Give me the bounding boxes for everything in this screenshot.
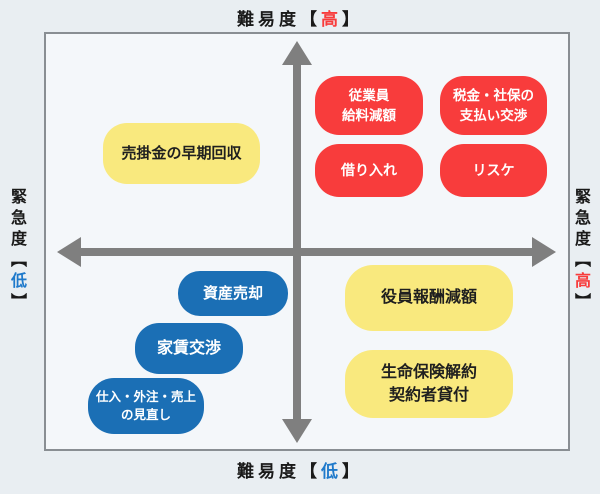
bracket-close: 】 (342, 10, 363, 29)
bracket-close: 】 (8, 293, 25, 314)
axis-label-urgency-low: 緊急度【低】 (8, 188, 25, 348)
item-label: 売掛金の早期回収 (121, 144, 242, 162)
item-label: 家賃交渉 (156, 339, 221, 357)
axis-label-urgency-high: 緊急度【高】 (572, 188, 589, 348)
vertical-axis-line (293, 63, 301, 421)
axis-value-low: 低 (321, 462, 342, 481)
item-label: 生命保険解約 契約者貸付 (380, 363, 477, 404)
horizontal-axis-line (79, 248, 536, 256)
item-label: 税金・社保の 支払い交渉 (453, 87, 534, 123)
bracket-close: 】 (342, 462, 363, 481)
arrow-right-icon (532, 237, 556, 267)
item-box-rent-negotiation: 家賃交渉 (135, 323, 243, 374)
item-label: 従業員 給料減額 (342, 87, 396, 123)
bracket-open: 【 (8, 251, 25, 272)
axis-label-difficulty-high: 難易度【高】 (0, 5, 600, 30)
item-box-life-insurance-cancellation-policy-loan: 生命保険解約 契約者貸付 (345, 350, 513, 418)
item-label: リスケ (472, 162, 515, 179)
arrow-left-icon (57, 237, 81, 267)
item-box-reschedule: リスケ (440, 144, 547, 197)
item-box-executive-pay-cut: 役員報酬減額 (345, 265, 513, 331)
axis-label-text: 緊急度 (572, 188, 589, 251)
bracket-open: 【 (300, 462, 321, 481)
axis-value-low: 低 (8, 272, 25, 293)
item-box-purchasing-outsourcing-sales-review: 仕入・外注・売上 の見直し (88, 378, 204, 434)
axis-label-text: 緊急度 (8, 188, 25, 251)
item-label: 仕入・外注・売上 の見直し (95, 389, 196, 422)
axis-value-high: 高 (572, 272, 589, 293)
axis-label-text: 難易度 (237, 10, 300, 29)
axis-label-text: 難易度 (237, 462, 300, 481)
arrow-up-icon (282, 41, 312, 65)
item-label: 資産売却 (202, 284, 263, 302)
item-label: 役員報酬減額 (380, 289, 477, 307)
item-box-employee-salary-cut: 従業員 給料減額 (315, 76, 423, 135)
item-box-accounts-receivable-collection: 売掛金の早期回収 (103, 123, 260, 184)
bracket-open: 【 (572, 251, 589, 272)
item-box-asset-sale: 資産売却 (178, 271, 288, 316)
bracket-close: 】 (572, 293, 589, 314)
item-label: 借り入れ (341, 162, 397, 179)
arrow-down-icon (282, 419, 312, 443)
axis-value-high: 高 (321, 10, 342, 29)
bracket-open: 【 (300, 10, 321, 29)
item-box-tax-social-insurance-negotiation: 税金・社保の 支払い交渉 (440, 76, 547, 135)
axis-label-difficulty-low: 難易度【低】 (0, 457, 600, 482)
item-box-borrowing: 借り入れ (315, 144, 423, 197)
